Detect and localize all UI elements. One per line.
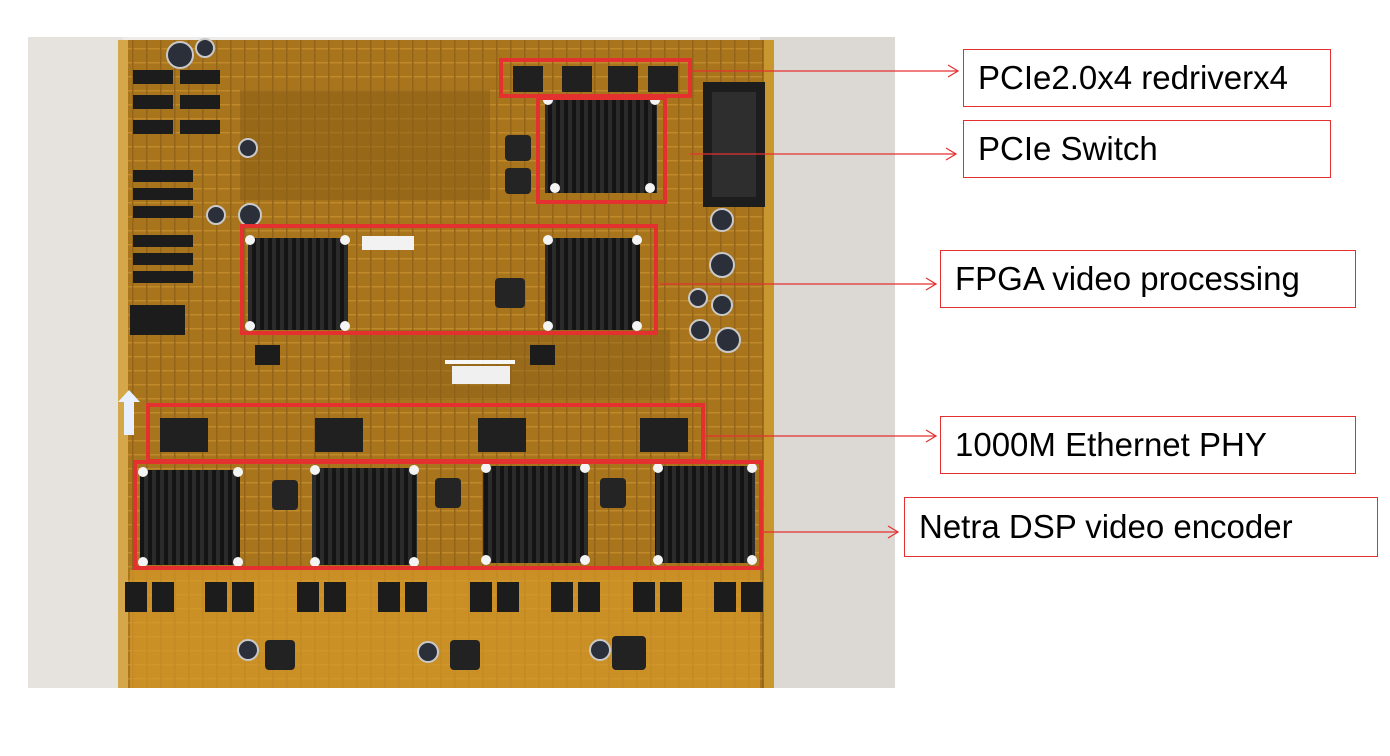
highlight-pcie-switch [536,96,667,204]
label-fpga-text: FPGA video processing [955,260,1300,297]
label-dsp-encoder: Netra DSP video encoder [904,497,1378,557]
highlight-boxes [133,58,763,570]
label-pcie-switch: PCIe Switch [963,120,1331,178]
highlight-dsp-encoder [133,460,763,570]
pcb-board [118,38,774,688]
callout-arrows [660,64,960,539]
label-pcie-redriver: PCIe2.0x4 redriverx4 [963,49,1331,107]
label-ethernet-phy: 1000M Ethernet PHY [940,416,1356,474]
label-fpga: FPGA video processing [940,250,1356,308]
heatsinks [138,95,757,567]
highlight-fpga [240,224,658,335]
label-pcie-switch-text: PCIe Switch [978,130,1158,167]
label-ethernet-phy-text: 1000M Ethernet PHY [955,426,1267,463]
label-pcie-redriver-text: PCIe2.0x4 redriverx4 [978,59,1288,96]
label-dsp-encoder-text: Netra DSP video encoder [919,508,1293,545]
